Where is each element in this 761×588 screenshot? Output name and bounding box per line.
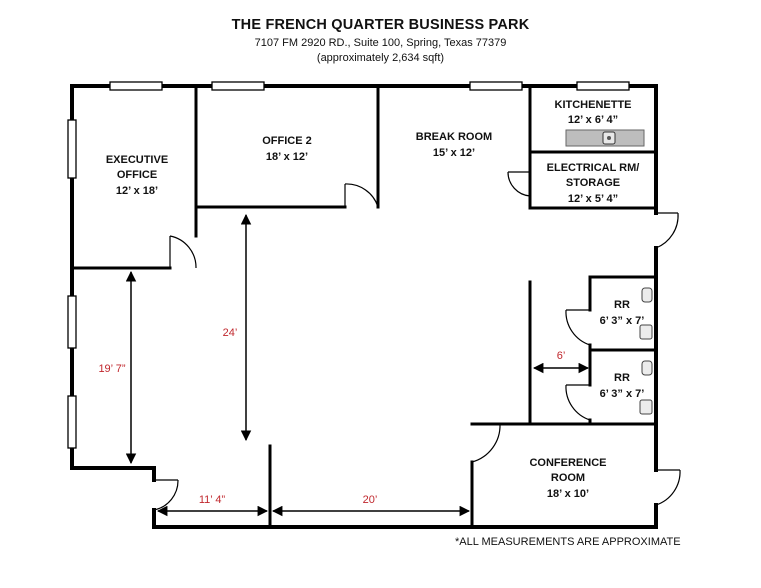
dim-label-19-7: 19’ 7”: [98, 363, 125, 375]
executive-office-name-1: EXECUTIVE: [106, 154, 168, 166]
window: [67, 119, 77, 179]
interior-walls: [70, 84, 658, 529]
window: [576, 81, 630, 91]
footnote: *ALL MEASUREMENTS ARE APPROXIMATE: [455, 536, 681, 548]
office-2-name: OFFICE 2: [262, 135, 312, 147]
dimension-lines: [125, 213, 590, 517]
address: 7107 FM 2920 RD., Suite 100, Spring, Tex…: [254, 37, 507, 49]
toilet-icon: [641, 287, 653, 303]
door-entry-right: [655, 212, 679, 249]
door-executive-office: [169, 235, 197, 269]
dim-label-6: 6’: [557, 350, 566, 362]
square-footage: (approximately 2,634 sqft): [316, 52, 445, 64]
electrical-size: 12’ x 5’ 4”: [568, 193, 618, 205]
conference-name-1: CONFERENCE: [529, 457, 606, 469]
dim-label-11-4: 11’ 4”: [199, 494, 226, 506]
electrical-name-1: ELECTRICAL RM/: [547, 162, 640, 174]
executive-office-name-2: OFFICE: [117, 169, 157, 181]
executive-office-size: 12’ x 18’: [116, 185, 158, 197]
rr-upper-size: 6’ 3” x 7’: [600, 315, 645, 327]
door-conference-exterior: [655, 469, 681, 506]
door-main-entry: [153, 479, 179, 511]
rr-lower-size: 6’ 3” x 7’: [600, 388, 645, 400]
doors: [153, 171, 681, 511]
conference-name-2: ROOM: [551, 472, 585, 484]
kitchenette-size: 12’ x 6’ 4”: [568, 114, 618, 126]
windows: [67, 81, 630, 449]
office-2-size: 18’ x 12’: [266, 151, 308, 163]
electrical-name-2: STORAGE: [566, 177, 620, 189]
window: [211, 81, 265, 91]
window: [67, 395, 77, 449]
door-electrical: [507, 171, 531, 197]
window: [469, 81, 523, 91]
dim-label-20: 20’: [363, 494, 378, 506]
window: [67, 295, 77, 349]
kitchen-counter: [565, 129, 645, 147]
restroom-fixtures: [639, 287, 653, 415]
door-rr-upper: [565, 309, 591, 346]
break-room-size: 15’ x 12’: [433, 147, 475, 159]
break-room-name: BREAK ROOM: [416, 131, 492, 143]
dim-label-24: 24’: [223, 327, 238, 339]
rr-upper-name: RR: [614, 299, 630, 311]
door-office-2: [344, 183, 379, 208]
door-conference: [471, 423, 501, 463]
sink-icon: [639, 399, 653, 415]
room-labels: EXECUTIVE OFFICE 12’ x 18’ OFFICE 2 18’ …: [106, 99, 645, 500]
door-rr-lower: [565, 384, 591, 421]
toilet-icon: [641, 360, 653, 376]
sink-icon: [639, 324, 653, 340]
dimension-labels: 24’ 19’ 7” 6’ 11’ 4” 20’: [98, 327, 565, 506]
conference-size: 18’ x 10’: [547, 488, 589, 500]
window: [109, 81, 163, 91]
rr-lower-name: RR: [614, 372, 630, 384]
plan-title: THE FRENCH QUARTER BUSINESS PARK: [231, 17, 530, 33]
kitchenette-name: KITCHENETTE: [555, 99, 632, 111]
